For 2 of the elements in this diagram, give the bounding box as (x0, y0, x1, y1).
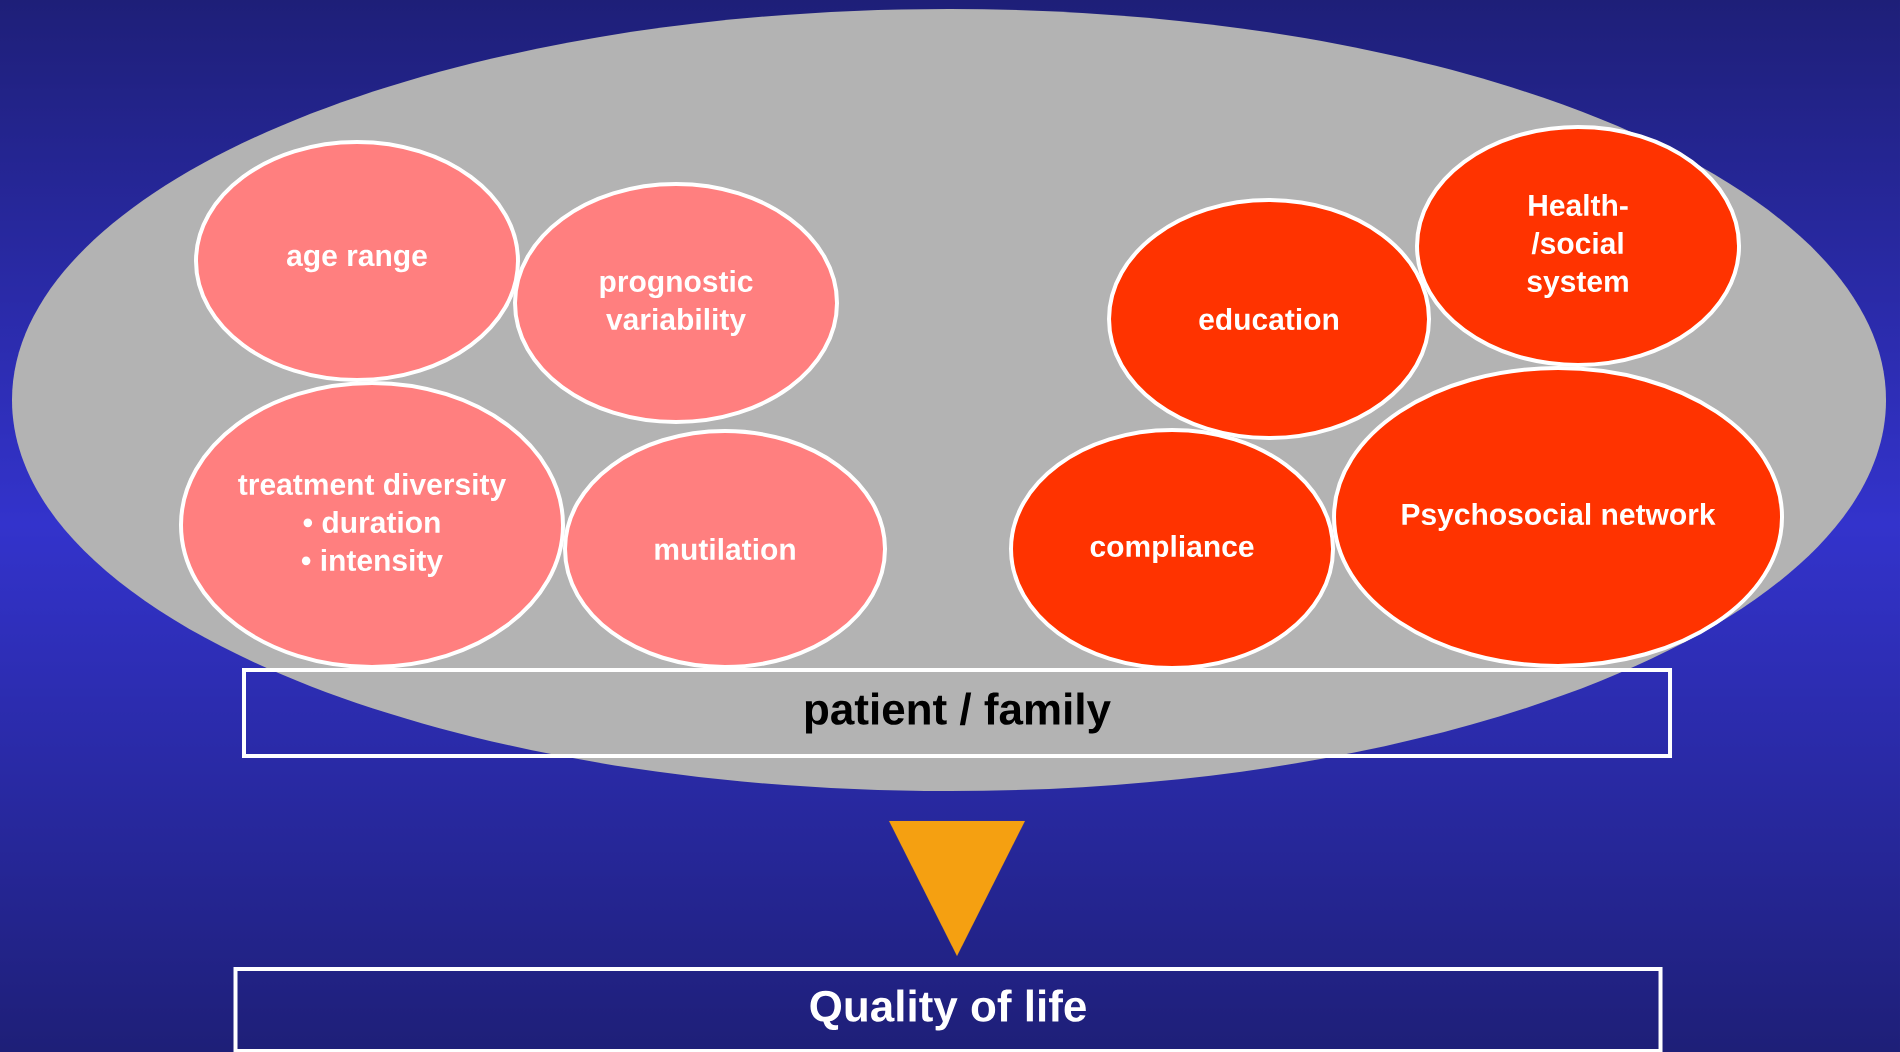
label-box: Quality of life (233, 967, 1663, 1052)
arrow (889, 821, 1025, 956)
